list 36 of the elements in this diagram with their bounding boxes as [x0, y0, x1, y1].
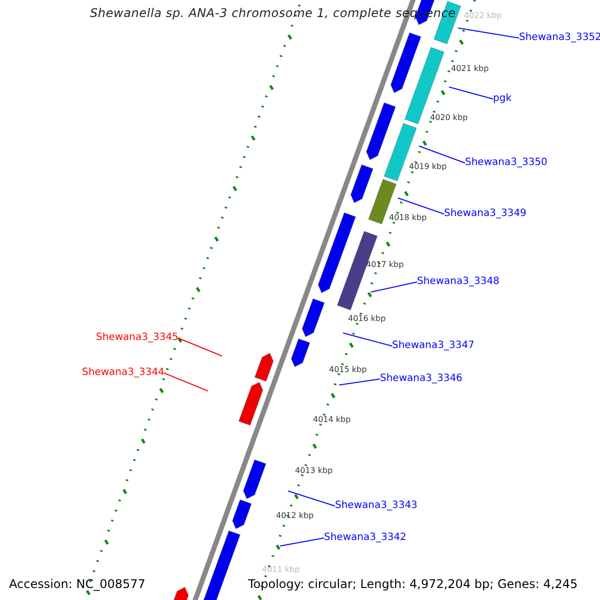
scale-label: 4011 kbp [262, 566, 300, 574]
leader-line [288, 490, 336, 506]
scale-label: 4021 kbp [451, 65, 489, 73]
scale-label: 4013 kbp [295, 467, 333, 475]
scale-label: 4016 kbp [348, 315, 386, 323]
scale-label: 4019 kbp [409, 163, 447, 171]
gene-label: Shewana3_3346 [380, 374, 462, 384]
leader-line [164, 372, 208, 392]
scale-label: 4018 kbp [389, 214, 427, 222]
leader-line [178, 338, 222, 356]
gene-label: Shewana3_3345 [96, 333, 178, 343]
gene-label: Shewana3_3344 [82, 368, 164, 378]
scale-label: 4020 kbp [430, 114, 468, 122]
leader-line [370, 282, 418, 292]
scale-label: 4015 kbp [329, 366, 367, 374]
leader-line [418, 146, 466, 164]
gene-label: Shewana3_3348 [417, 277, 500, 287]
leader-line [342, 332, 392, 346]
gene-label: Shewana3_3350 [465, 158, 548, 168]
gene-label: Shewana3_3347 [392, 341, 474, 351]
gene-label: Shewana3_3342 [324, 533, 406, 543]
scale-label: 4014 kbp [313, 416, 351, 424]
topology-note: Topology: circular; Length: 4,972,204 bp; Genes: 4,245 [248, 578, 578, 590]
scale-label: 4012 kbp [276, 512, 314, 520]
leader-line [280, 538, 324, 546]
accession-note: Accession: NC_008577 [9, 578, 146, 590]
gene-label: Shewana3_3343 [335, 501, 418, 511]
leader-line [458, 28, 520, 38]
gene-label: Shewana3_3352 [519, 33, 600, 43]
leader-line [448, 86, 494, 100]
gene-label: pgk [493, 94, 512, 104]
leader-line [338, 378, 380, 386]
scale-label: 4017 kbp [366, 261, 404, 269]
gene-label: Shewana3_3349 [444, 209, 526, 219]
leader-line [398, 198, 444, 214]
scale-label: 4022 kbp [464, 12, 502, 20]
